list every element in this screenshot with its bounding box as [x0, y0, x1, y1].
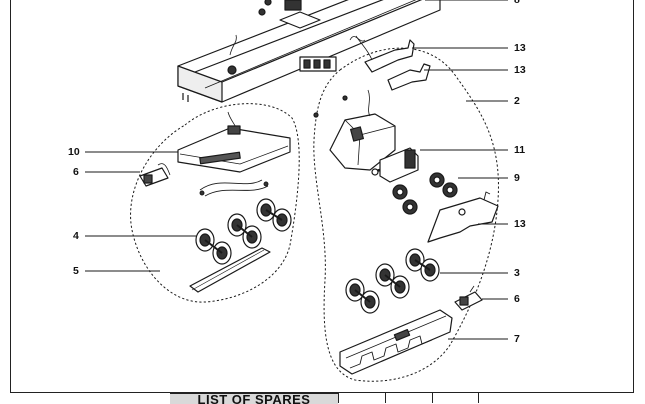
- callout-7: 7: [514, 333, 520, 345]
- contact-wires: [199, 179, 269, 197]
- part-7-bogie-frame: [339, 309, 453, 375]
- part-5-keeper-plate: [189, 247, 271, 293]
- part-4-wheelsets: [195, 198, 292, 265]
- part-9-gears: [392, 172, 458, 215]
- part-6-pickup-left: [139, 163, 171, 187]
- right-group-outline: [313, 47, 499, 382]
- callout-9: 9: [514, 172, 520, 184]
- callout-5: 5: [73, 265, 79, 277]
- part-3-wheelsets: [345, 248, 440, 314]
- callout-13-a: 13: [514, 42, 526, 54]
- part-10-motor-mount: [177, 111, 291, 173]
- callout-6-b: 6: [514, 293, 520, 305]
- left-group-outline: [130, 103, 300, 303]
- callout-13-c: 13: [514, 218, 526, 230]
- callout-3: 3: [514, 267, 520, 279]
- table-divider: [478, 393, 479, 403]
- gearbox: [313, 89, 396, 171]
- table-divider: [338, 393, 339, 403]
- table-divider: [385, 393, 386, 403]
- callout-6-a: 6: [73, 166, 79, 178]
- part-6-pickup-right: [454, 285, 483, 311]
- part-11-motor: [371, 147, 419, 183]
- chassis-frame: [177, 0, 441, 103]
- table-divider: [432, 393, 433, 403]
- callout-8: 8: [514, 0, 520, 6]
- callout-4: 4: [73, 230, 79, 242]
- callout-13-b: 13: [514, 64, 526, 76]
- part-13-side-frame: [427, 191, 499, 243]
- spares-list-title: LIST OF SPARES: [170, 393, 338, 404]
- callout-11: 11: [514, 144, 526, 156]
- diagram-frame: [10, 0, 634, 393]
- callout-10: 10: [68, 146, 80, 158]
- leader-lines: [85, 0, 508, 340]
- callout-2: 2: [514, 95, 520, 107]
- part-13-brackets-top: [355, 35, 431, 91]
